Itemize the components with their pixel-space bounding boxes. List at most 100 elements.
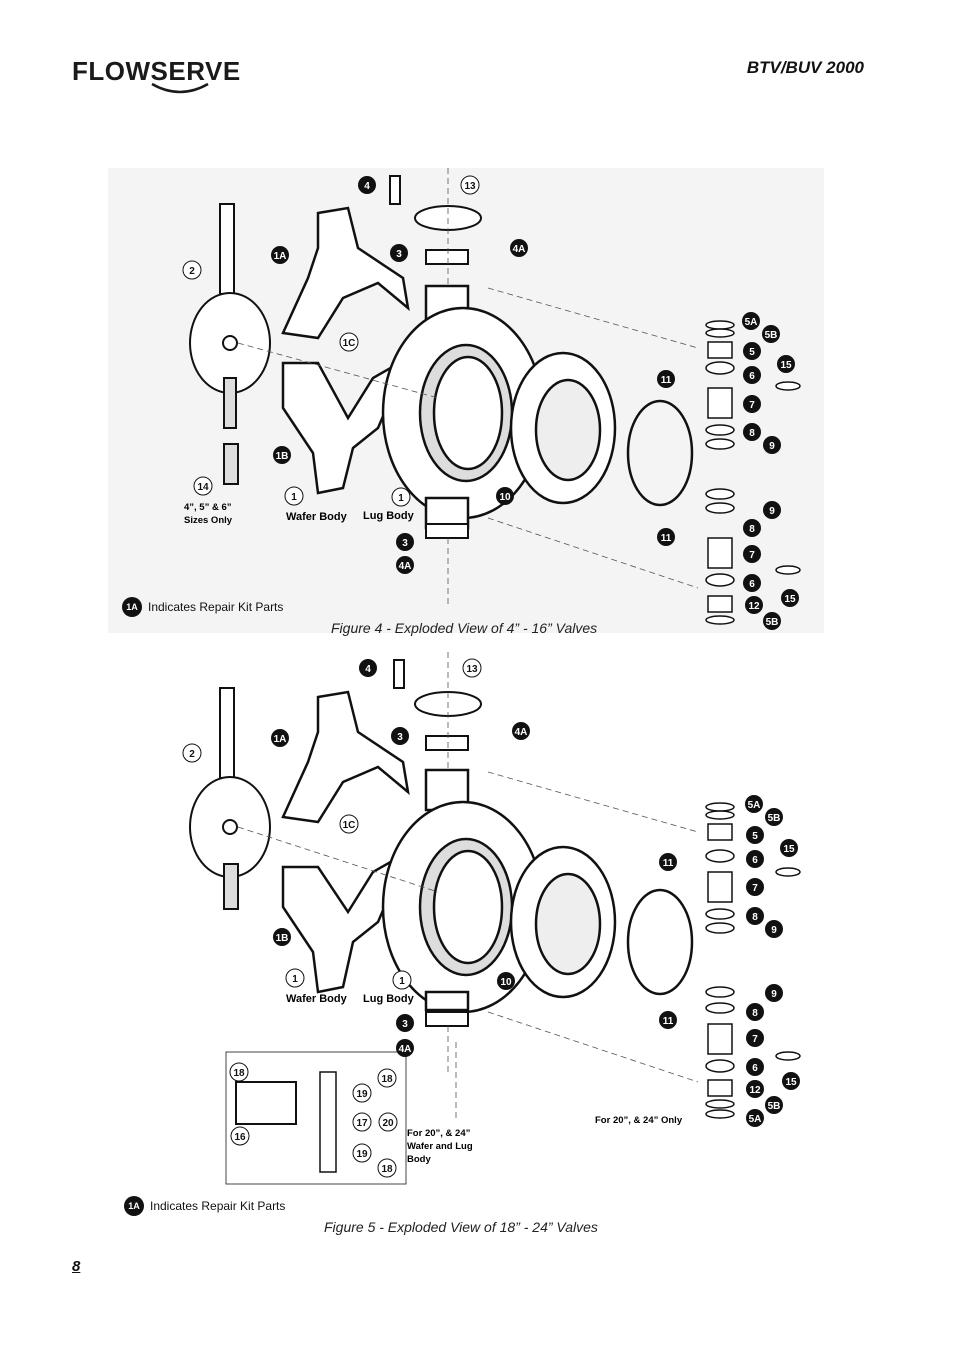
svg-text:9: 9 (771, 925, 777, 936)
svg-text:11: 11 (661, 533, 672, 544)
callout-9-bottom: 9 (765, 984, 783, 1002)
callout-4A: 4A (512, 722, 530, 740)
assembly-lines (237, 168, 699, 608)
svg-text:7: 7 (749, 400, 755, 411)
lug-body-label: Lug Body (363, 993, 415, 1005)
svg-text:20: 20 (382, 1118, 394, 1129)
callout-7-bottom: 7 (746, 1029, 764, 1047)
callout-15-bottom: 15 (782, 1072, 800, 1090)
svg-text:5B: 5B (766, 617, 779, 628)
wafer-body-label: Wafer Body (286, 511, 348, 523)
svg-text:5: 5 (749, 347, 755, 358)
svg-text:10: 10 (499, 492, 511, 503)
svg-text:15: 15 (780, 360, 792, 371)
callout-11-bottom: 11 (659, 1011, 677, 1029)
callout-3: 3 (390, 244, 408, 262)
wafer-body-part (281, 690, 411, 994)
callout-5: 5 (746, 826, 764, 844)
callout-15-top: 15 (777, 355, 795, 373)
callout-5B-bottom: 5B (763, 612, 781, 630)
sizes-note-line1: 4”, 5” & 6” (184, 502, 232, 513)
callout-5A-bottom: 5A (746, 1109, 764, 1127)
callout-4: 4 (359, 659, 377, 677)
svg-text:11: 11 (663, 1016, 674, 1027)
svg-text:5A: 5A (745, 317, 758, 328)
seat-part (509, 351, 617, 505)
repair-kit-badge: 1A (124, 1196, 144, 1216)
figure-4-exploded-view: 4 13 3 4A 2 1A 1C 1B 14 1 1 10 3 4A 11 1… (108, 168, 824, 633)
svg-text:4A: 4A (513, 244, 526, 255)
callout-12: 12 (746, 1080, 764, 1098)
brand-logo: FLOWSERVE (72, 56, 241, 86)
wafer-lug-note-line1: For 20”, & 24” (407, 1128, 471, 1139)
svg-text:8: 8 (749, 428, 755, 439)
svg-text:3: 3 (397, 732, 403, 743)
svg-text:19: 19 (356, 1149, 368, 1160)
callout-8: 8 (743, 423, 761, 441)
svg-text:9: 9 (771, 989, 777, 1000)
svg-text:2: 2 (189, 266, 195, 277)
packing-stack-bottom (705, 488, 801, 625)
callout-7: 7 (746, 878, 764, 896)
callout-1A: 1A (271, 729, 289, 747)
svg-text:1C: 1C (343, 338, 356, 349)
svg-text:2: 2 (189, 749, 195, 760)
callout-6: 6 (746, 850, 764, 868)
svg-text:14: 14 (197, 482, 209, 493)
callout-11-top: 11 (657, 370, 675, 388)
callout-10: 10 (496, 487, 514, 505)
repair-kit-text: Indicates Repair Kit Parts (148, 600, 284, 614)
svg-text:5A: 5A (748, 800, 761, 811)
retainer-part (626, 888, 694, 996)
svg-text:5B: 5B (768, 1101, 781, 1112)
figure-4-caption: Figure 4 - Exploded View of 4” - 16” Val… (331, 620, 598, 636)
callout-10: 10 (497, 972, 515, 990)
page-number: 8 (72, 1258, 81, 1275)
packing-stack-bottom (705, 986, 801, 1119)
callout-5B-bottom: 5B (765, 1096, 783, 1114)
svg-text:11: 11 (663, 858, 674, 869)
svg-text:7: 7 (752, 1034, 758, 1045)
callout-15-top: 15 (780, 839, 798, 857)
svg-text:18: 18 (233, 1068, 245, 1079)
callout-7: 7 (743, 395, 761, 413)
callout-17: 17 (352, 1112, 372, 1132)
callout-12: 12 (745, 596, 763, 614)
wafer-lug-note-line2: Wafer and Lug (407, 1141, 473, 1152)
svg-text:1: 1 (292, 974, 298, 985)
svg-text:1A: 1A (274, 734, 287, 745)
callout-1-wafer: 1 (285, 968, 305, 988)
callout-15-bottom: 15 (781, 589, 799, 607)
svg-text:8: 8 (752, 912, 758, 923)
svg-text:17: 17 (356, 1118, 368, 1129)
svg-text:18: 18 (381, 1164, 393, 1175)
callout-6-bottom: 6 (746, 1058, 764, 1076)
repair-kit-badge: 1A (122, 597, 142, 617)
callout-1B: 1B (273, 446, 291, 464)
svg-text:3: 3 (396, 249, 402, 260)
twenty-inch-only-note: For 20”, & 24” Only (595, 1115, 683, 1126)
svg-text:12: 12 (748, 601, 760, 612)
svg-text:15: 15 (784, 594, 796, 605)
callout-1-lug: 1 (391, 487, 411, 507)
callout-9: 9 (765, 920, 783, 938)
svg-text:4: 4 (364, 181, 370, 192)
svg-text:5: 5 (752, 831, 758, 842)
callout-5B: 5B (762, 325, 780, 343)
svg-text:5A: 5A (749, 1114, 762, 1125)
callouts: 4 13 3 4A 2 1A 1C 1B 1 1 10 3 4A 11 11 5… (182, 658, 800, 1178)
callout-4A-bottom: 4A (396, 556, 414, 574)
svg-text:9: 9 (769, 441, 775, 452)
callout-1C: 1C (339, 332, 359, 352)
callout-3: 3 (391, 727, 409, 745)
svg-text:8: 8 (749, 524, 755, 535)
svg-text:1B: 1B (276, 933, 289, 944)
callout-1A: 1A (271, 246, 289, 264)
wafer-body-part (281, 206, 411, 495)
callout-1-wafer: 1 (284, 486, 304, 506)
svg-text:12: 12 (749, 1085, 761, 1096)
svg-text:3: 3 (402, 1019, 408, 1030)
svg-text:4: 4 (365, 664, 371, 675)
svg-text:4A: 4A (399, 1044, 412, 1055)
callout-1B: 1B (273, 928, 291, 946)
